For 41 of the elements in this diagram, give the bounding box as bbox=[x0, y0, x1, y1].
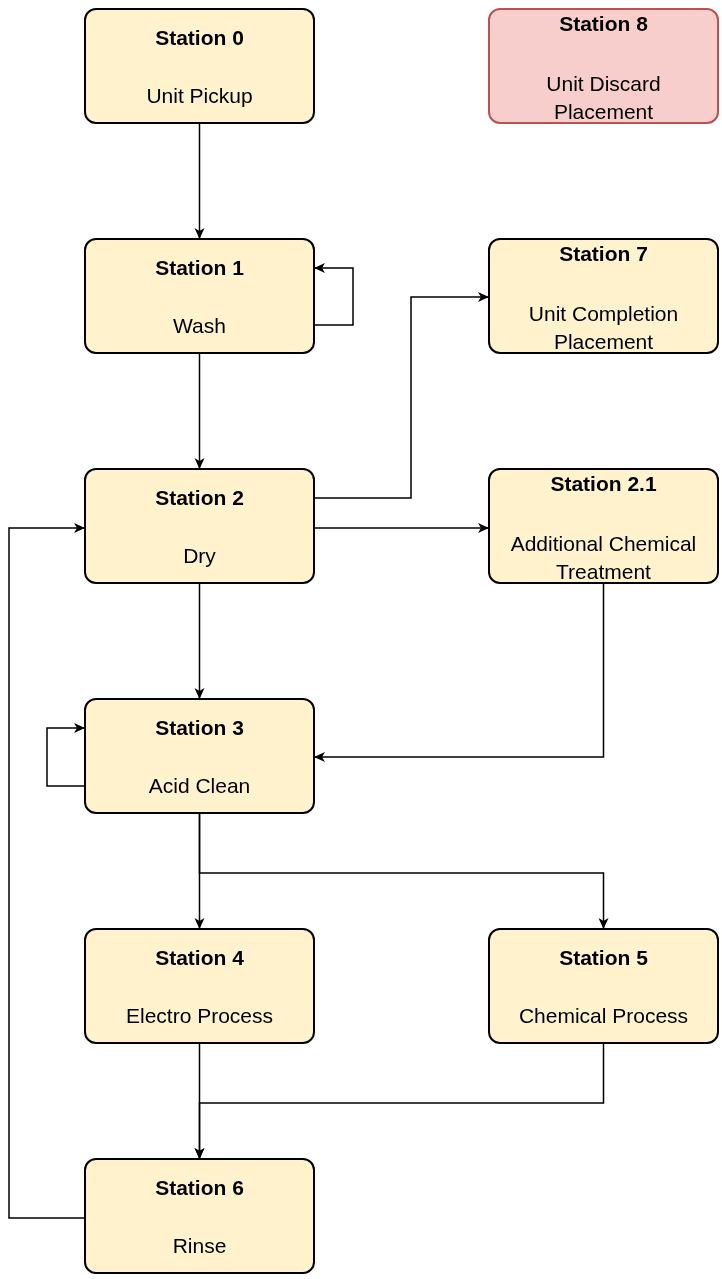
station-box bbox=[84, 928, 315, 1044]
station-box bbox=[84, 468, 315, 584]
station-title: Station 7 bbox=[559, 242, 648, 266]
station-label: Rinse bbox=[172, 1233, 227, 1259]
station-box bbox=[84, 238, 315, 354]
station-title: Station 6 bbox=[155, 1176, 244, 1200]
station-box bbox=[488, 8, 719, 124]
station-label: Unit Pickup bbox=[146, 83, 253, 109]
station-box bbox=[488, 238, 719, 354]
arrow bbox=[194, 353, 205, 469]
station-label: Dry bbox=[183, 543, 216, 569]
station-box bbox=[84, 1158, 315, 1274]
station-box bbox=[84, 698, 315, 814]
station-title: Station 8 bbox=[559, 12, 648, 36]
station-box bbox=[84, 8, 315, 124]
arrow bbox=[194, 1043, 605, 1159]
station-box bbox=[488, 468, 719, 584]
station-title: Station 5 bbox=[559, 946, 648, 970]
station-label: Acid Clean bbox=[148, 773, 251, 799]
station-label: Unit Discard Placement bbox=[545, 71, 662, 125]
arrow bbox=[314, 263, 354, 326]
station-label: Chemical Process bbox=[518, 1003, 689, 1029]
arrow bbox=[46, 723, 85, 787]
arrow bbox=[314, 523, 489, 533]
station-label: Electro Process bbox=[125, 1003, 274, 1029]
station-title: Station 0 bbox=[155, 26, 244, 50]
station-title: Station 2.1 bbox=[550, 472, 657, 496]
station-label: Additional Chemical Treatment bbox=[509, 531, 698, 585]
station-label: Wash bbox=[173, 313, 226, 339]
arrow bbox=[194, 123, 205, 239]
station-title: Station 1 bbox=[155, 256, 244, 280]
station-box bbox=[488, 928, 719, 1044]
arrow bbox=[198, 813, 609, 929]
arrow bbox=[194, 583, 205, 699]
station-title: Station 3 bbox=[155, 716, 244, 740]
arrow bbox=[314, 583, 605, 762]
station-label: Unit Completion Placement bbox=[527, 301, 680, 355]
station-title: Station 2 bbox=[155, 486, 244, 510]
arrow bbox=[8, 523, 85, 1219]
arrow bbox=[314, 292, 489, 499]
station-title: Station 4 bbox=[155, 946, 244, 970]
